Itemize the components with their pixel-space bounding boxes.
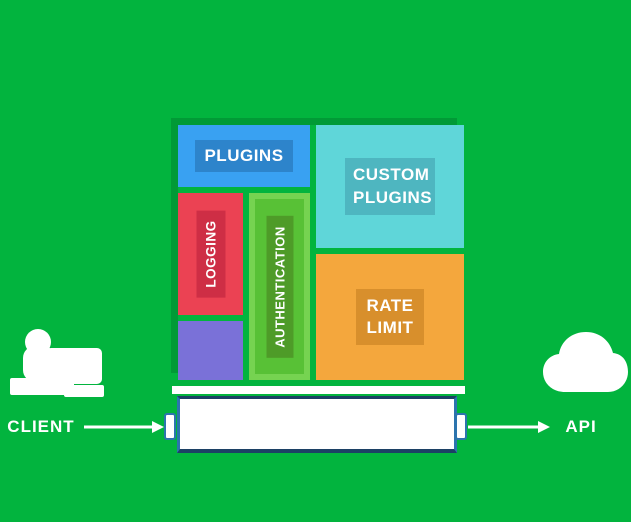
gateway-right-connector xyxy=(455,413,467,440)
gateway-lid-bar xyxy=(172,386,465,394)
misc-plugin-block xyxy=(178,321,243,380)
plugins-label: PLUGINS xyxy=(195,140,293,172)
authentication-block: AUTHENTICATION xyxy=(249,193,310,380)
gateway-left-connector xyxy=(164,413,176,440)
logging-label: LOGGING xyxy=(196,210,225,298)
custom-plugins-label: CUSTOM PLUGINS xyxy=(345,158,435,215)
client-to-gateway-arrow xyxy=(84,419,164,440)
rate-limit-label: RATE LIMIT xyxy=(356,288,424,346)
api-label: API xyxy=(565,417,597,436)
client-workstation-icon xyxy=(8,328,104,403)
plugins-block: PLUGINS xyxy=(178,125,310,187)
rate-limit-block: RATE LIMIT xyxy=(316,254,464,380)
custom-plugins-block: CUSTOM PLUGINS xyxy=(316,125,464,248)
logging-block: LOGGING xyxy=(178,193,243,315)
cloud-icon xyxy=(540,326,630,403)
gateway-box xyxy=(177,396,457,453)
client-label: CLIENT xyxy=(7,417,75,436)
gateway-to-api-arrow xyxy=(468,419,550,440)
authentication-label: AUTHENTICATION xyxy=(266,215,293,358)
gateway-blocks-group: PLUGINS LOGGING AUTHENTICATION CUSTOM PL… xyxy=(178,125,464,380)
